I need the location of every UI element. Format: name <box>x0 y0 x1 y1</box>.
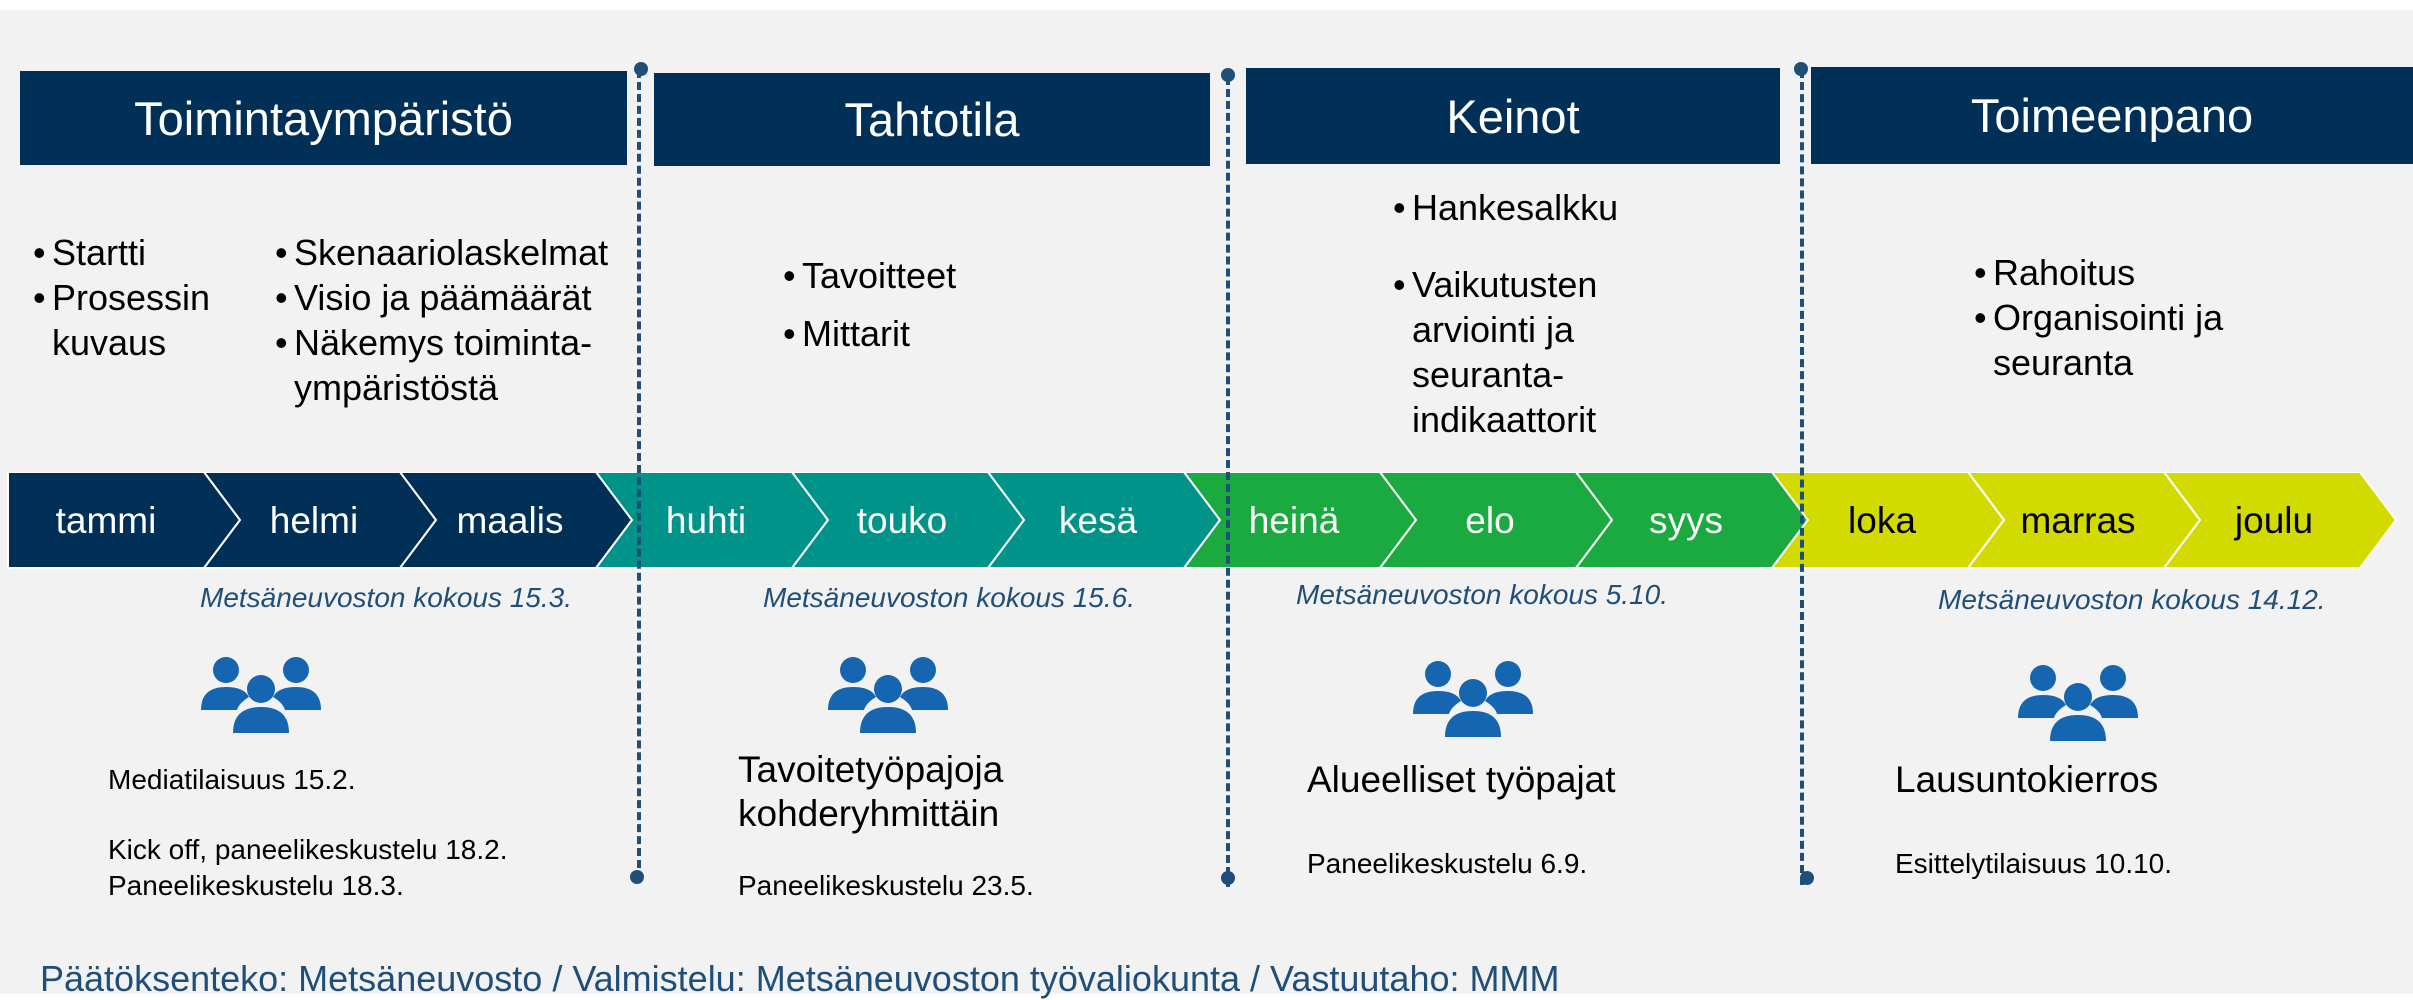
month-label: loka <box>1848 500 1916 541</box>
month-label: syys <box>1649 500 1723 541</box>
phase-header-tahtotila: Tahtotila <box>654 73 1210 166</box>
list-item: Prosessin kuvaus <box>33 275 233 365</box>
month-label: elo <box>1465 500 1514 541</box>
event-text: Esittelytilaisuus 10.10. <box>1895 848 2173 879</box>
divider-dot <box>1794 62 1808 76</box>
bullet-list-means: Hankesalkku Vaikutusten arviointi ja seu… <box>1393 185 1663 442</box>
list-item: Hankesalkku <box>1393 185 1663 230</box>
list-item: Näkemys toiminta-ympäristöstä <box>275 320 614 410</box>
bullet-list-implementation: Rahoitus Organisointi ja seuranta <box>1974 250 2264 385</box>
list-item: Tavoitteet <box>783 247 1043 305</box>
bullet-list-goals: Tavoitteet Mittarit <box>783 247 1043 363</box>
list-item: Skenaariolaskelmat <box>275 230 635 275</box>
month-label: marras <box>2020 500 2135 541</box>
event-title: Lausuntokierros <box>1895 759 2159 800</box>
people-group-icon <box>828 657 948 733</box>
meeting-label: Metsäneuvoston kokous 14.12. <box>1938 584 2326 615</box>
event-text: Paneelikeskustelu 6.9. <box>1307 848 1588 879</box>
bullet-list-start: Startti Prosessin kuvaus <box>33 230 233 365</box>
month-label: helmi <box>270 500 358 541</box>
event-text: Mediatilaisuus 15.2. <box>108 764 356 795</box>
meeting-label: Metsäneuvoston kokous 15.6. <box>763 582 1136 613</box>
phase-title: Toimintaympäristö <box>134 91 513 145</box>
month-label: heinä <box>1249 500 1340 541</box>
phase-header-toimintaymparisto: Toimintaympäristö <box>20 71 627 165</box>
event-text: Paneelikeskustelu 23.5. <box>738 870 1034 901</box>
month-label: joulu <box>2234 500 2313 541</box>
event-text: Paneelikeskustelu 18.3. <box>108 870 404 901</box>
divider-dot <box>1800 871 1814 885</box>
people-group-icon <box>201 657 321 733</box>
list-item: Rahoitus <box>1974 250 2264 295</box>
month-label: kesä <box>1059 500 1138 541</box>
list-item: Visio ja päämäärät <box>275 275 635 320</box>
phase-title: Keinot <box>1446 89 1580 143</box>
list-item: Organisointi ja seuranta <box>1974 295 2264 385</box>
event-title: Alueelliset työpajat <box>1307 759 1616 800</box>
people-group-icon <box>1413 661 1533 737</box>
bullet-list-scenarios: Skenaariolaskelmat Visio ja päämäärät Nä… <box>275 230 635 410</box>
phase-divider <box>1226 77 1230 887</box>
phase-divider <box>637 70 641 880</box>
month-label: tammi <box>56 500 157 541</box>
month-label: huhti <box>666 500 746 541</box>
event-text: Kick off, paneelikeskustelu 18.2. <box>108 834 508 865</box>
list-item: Startti <box>33 230 233 275</box>
phase-title: Tahtotila <box>844 93 1020 146</box>
month-timeline: tammi helmi maalis huhti touko kesä heinä elo sy… <box>7 472 2398 569</box>
people-group-icon <box>2018 665 2138 741</box>
month-chevron <box>2162 472 2398 569</box>
phase-header-toimeenpano: Toimeenpano <box>1811 67 2413 164</box>
meeting-label: Metsäneuvoston kokous 15.3. <box>200 582 573 613</box>
phase-title: Toimeenpano <box>1970 89 2254 142</box>
divider-dot <box>634 62 648 76</box>
month-label: maalis <box>457 500 564 541</box>
divider-dot <box>1221 871 1235 885</box>
list-item: Mittarit <box>783 305 1043 363</box>
phase-header-keinot: Keinot <box>1246 68 1780 164</box>
list-item: Vaikutusten arviointi ja seuranta-indika… <box>1393 262 1652 442</box>
footer-text: Päätöksenteko: Metsäneuvosto / Valmistel… <box>40 958 1560 999</box>
divider-dot <box>1221 68 1235 82</box>
event-title: Tavoitetyöpajoja <box>738 749 1004 790</box>
divider-dot <box>630 870 644 884</box>
phase-divider <box>1800 70 1804 885</box>
roadmap-canvas: Toimintaympäristö Tahtotila Keinot Toime… <box>0 10 2413 999</box>
event-title: kohderyhmittäin <box>738 793 1000 834</box>
month-label: touko <box>857 500 948 541</box>
meeting-label: Metsäneuvoston kokous 5.10. <box>1296 579 1669 610</box>
